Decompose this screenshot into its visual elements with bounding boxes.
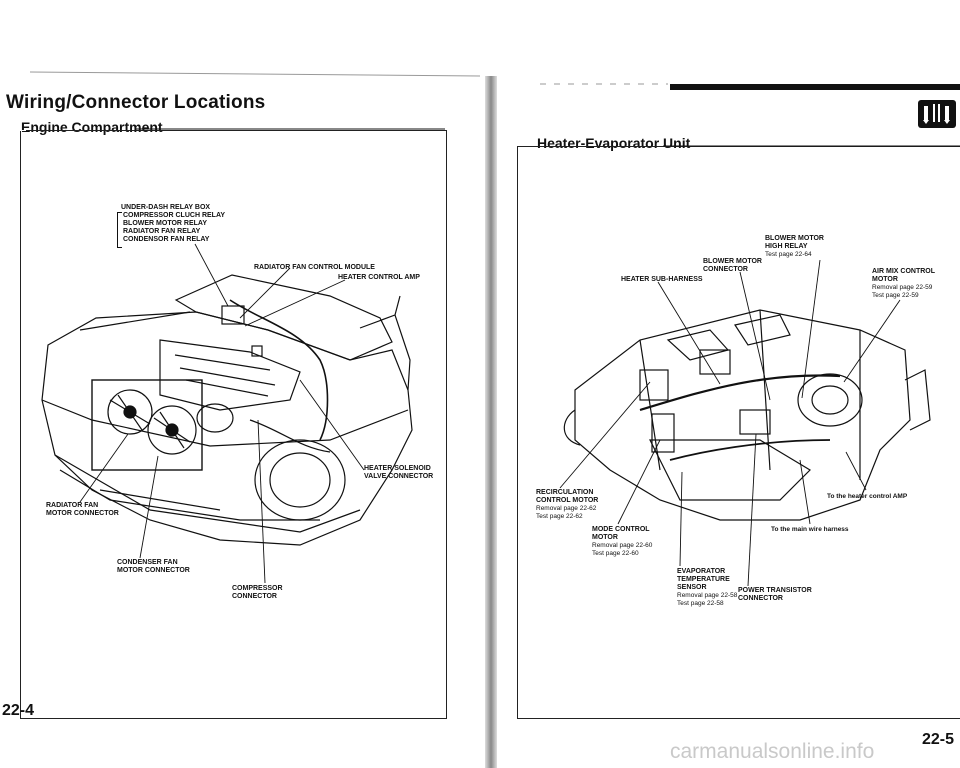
label-heater-solenoid: HEATER SOLENOID [364, 465, 431, 472]
label-condenser-fan: CONDENSER FAN [117, 559, 178, 566]
label-mode-control: MODE CONTROL [592, 526, 650, 533]
label-recirculation-removal: Removal page 22-62 [536, 505, 597, 512]
label-blower-connector: CONNECTOR [703, 266, 748, 273]
label-air-mix-motor: MOTOR [872, 276, 898, 283]
label-under-dash-relay-box: UNDER-DASH RELAY BOX [121, 204, 211, 211]
label-radiator-fan: RADIATOR FAN [46, 502, 99, 509]
label-evap-removal: Removal page 22-58 [677, 592, 738, 599]
label-evaporator: EVAPORATOR [677, 568, 726, 575]
label-condensor-fan-relay: CONDENSOR FAN RELAY [123, 236, 210, 243]
watermark: carmanualsonline.info [670, 740, 875, 763]
label-recirculation-motor: CONTROL MOTOR [536, 497, 599, 504]
label-heater-control-amp: HEATER CONTROL AMP [338, 274, 420, 281]
label-air-mix-test: Test page 22-59 [872, 292, 919, 299]
label-mode-motor: MOTOR [592, 534, 618, 541]
label-high-relay-test: Test page 22-64 [765, 251, 812, 258]
right-leader-lines [559, 259, 901, 587]
section-heading-heater-evaporator: Heater-Evaporator Unit [537, 135, 691, 151]
page-number-left: 22-4 [2, 702, 35, 719]
label-blower-motor-connector: BLOWER MOTOR [703, 258, 762, 265]
label-mode-removal: Removal page 22-60 [592, 542, 653, 549]
label-compressor-clutch-relay: COMPRESSOR CLUCH RELAY [123, 212, 226, 219]
label-recirculation-test: Test page 22-62 [536, 513, 583, 520]
label-high-relay: HIGH RELAY [765, 243, 808, 250]
label-recirculation: RECIRCULATION [536, 489, 594, 496]
label-heater-solenoid-connector: VALVE CONNECTOR [364, 473, 434, 480]
left-diagram-frame [20, 130, 447, 719]
label-evap-sensor: SENSOR [677, 584, 707, 591]
label-evap-test: Test page 22-58 [677, 600, 724, 607]
label-blower-motor-relay: BLOWER MOTOR RELAY [123, 220, 208, 227]
page-gutter [485, 76, 497, 768]
relay-bracket [117, 212, 122, 248]
label-air-mix-control: AIR MIX CONTROL [872, 268, 935, 275]
label-mode-test: Test page 22-60 [592, 550, 639, 557]
label-condenser-fan-connector: MOTOR CONNECTOR [117, 567, 190, 574]
header-rule [670, 84, 960, 90]
label-radiator-fan-control-module: RADIATOR FAN CONTROL MODULE [254, 264, 375, 271]
heater-unit-illustration [563, 309, 931, 521]
label-power-transistor: POWER TRANSISTOR [738, 587, 812, 594]
label-radiator-fan-relay: RADIATOR FAN RELAY [123, 228, 201, 235]
label-heater-sub-harness: HEATER SUB-HARNESS [621, 276, 703, 283]
label-air-mix-removal: Removal page 22-59 [872, 284, 933, 291]
page-number-right: 22-5 [922, 731, 955, 748]
car-engine-illustration [41, 274, 413, 546]
label-to-heater-amp: To the heater control AMP [827, 493, 908, 500]
page-title: Wiring/Connector Locations [6, 92, 266, 113]
section-tab-icon [918, 100, 956, 128]
section-heading-engine-compartment: Engine Compartment [21, 119, 163, 135]
label-compressor: COMPRESSOR [232, 585, 283, 592]
label-compressor-connector: CONNECTOR [232, 593, 277, 600]
label-blower-motor-high-relay: BLOWER MOTOR [765, 235, 824, 242]
left-leader-lines [79, 243, 365, 584]
label-evap-temperature: TEMPERATURE [677, 576, 730, 583]
label-power-transistor-connector: CONNECTOR [738, 595, 783, 602]
label-to-main-harness: To the main wire harness [771, 526, 849, 533]
label-radiator-fan-connector: MOTOR CONNECTOR [46, 510, 119, 517]
